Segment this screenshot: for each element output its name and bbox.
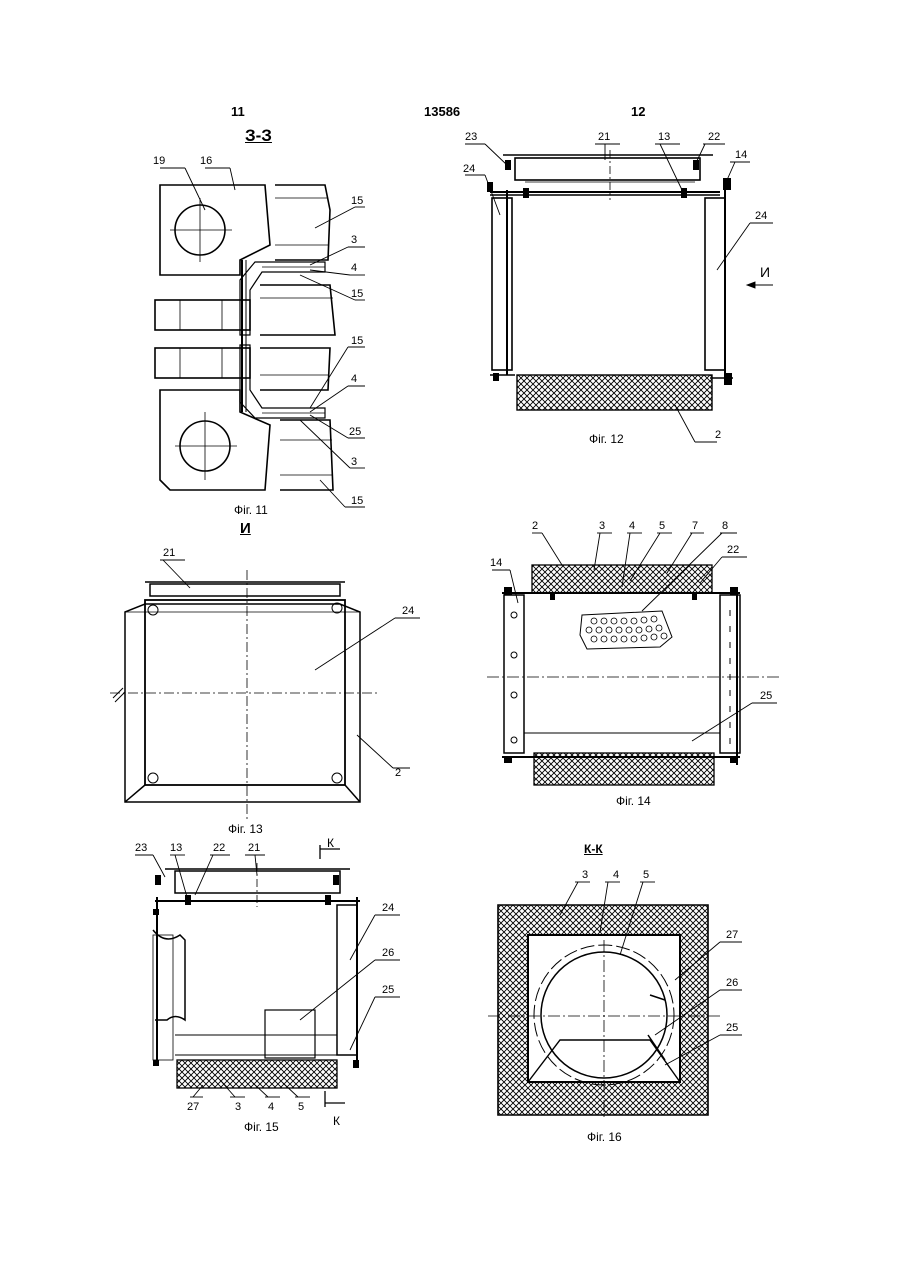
fig13-section-title: И [240,520,251,537]
fig14-label-3: 3 [599,520,605,532]
fig16-label-27: 27 [726,929,738,941]
page-number-left: 11 [231,104,245,119]
fig11-section-title: З-З [245,126,272,146]
fig15-label-25: 25 [382,984,394,996]
fig15-label-4: 4 [268,1101,274,1113]
fig13-label-21: 21 [163,547,175,559]
fig15-label-3: 3 [235,1101,241,1113]
fig16-label-25: 25 [726,1022,738,1034]
fig13-label-2: 2 [395,767,401,779]
fig12-view-mark: И [760,264,770,280]
fig16-label-4: 4 [613,869,619,881]
fig11-label-3a: 3 [351,234,357,246]
fig15-cut-mark-bottom: К [333,1114,340,1128]
fig11-label-15d: 15 [351,495,363,507]
fig13-drawing: 21 24 2 [105,540,425,830]
fig12-label-13: 13 [658,131,670,143]
fig12-label-22: 22 [708,131,720,143]
fig14-label-25: 25 [760,690,772,702]
fig16-drawing: 3 4 5 27 26 25 [480,860,770,1130]
fig15-drawing: 23 13 22 21 24 26 25 27 3 4 5 К К [125,835,415,1135]
fig14-label-4: 4 [629,520,635,532]
fig13-label-24: 24 [402,605,414,617]
fig15-label-5: 5 [298,1101,304,1113]
fig16-label-3: 3 [582,869,588,881]
page-number-right: 12 [631,104,645,119]
fig15-cut-mark-top: К [327,836,334,850]
fig16-label-5: 5 [643,869,649,881]
fig15-label-13: 13 [170,842,182,854]
fig13-caption: Фіг. 13 [228,822,263,836]
fig11-label-19: 19 [153,155,165,167]
fig12-label-14: 14 [735,149,747,161]
fig16-caption: Фіг. 16 [587,1130,622,1144]
fig12-label-24a: 24 [463,163,475,175]
fig14-label-14: 14 [490,557,502,569]
fig15-label-22: 22 [213,842,225,854]
fig11-label-15b: 15 [351,288,363,300]
fig11-caption: Фіг. 11 [234,503,268,517]
fig14-label-8: 8 [722,520,728,532]
fig15-label-27: 27 [187,1101,199,1113]
fig15-label-26: 26 [382,947,394,959]
fig15-caption: Фіг. 15 [244,1120,279,1134]
fig15-label-24: 24 [382,902,394,914]
fig11-label-15c: 15 [351,335,363,347]
fig14-label-5: 5 [659,520,665,532]
fig12-label-2: 2 [715,429,721,441]
fig14-caption: Фіг. 14 [616,794,651,808]
fig11-label-16: 16 [200,155,212,167]
fig11-label-15a: 15 [351,195,363,207]
fig14-label-22: 22 [727,544,739,556]
fig11-label-25: 25 [349,426,361,438]
fig14-label-7: 7 [692,520,698,532]
fig12-drawing: 23 21 13 22 14 24 24 2 И [455,120,785,450]
fig14-drawing: 2 3 4 5 7 8 22 14 25 [482,515,802,795]
fig11-label-4a: 4 [351,262,357,274]
patent-number: 13586 [424,104,460,119]
fig11-label-3b: 3 [351,456,357,468]
fig12-label-23: 23 [465,131,477,143]
fig12-caption: Фіг. 12 [589,432,624,446]
fig12-label-24b: 24 [755,210,767,222]
fig15-label-21: 21 [248,842,260,854]
fig14-label-2: 2 [532,520,538,532]
fig12-label-21: 21 [598,131,610,143]
fig16-section-title: К-К [584,842,603,856]
fig16-label-26: 26 [726,977,738,989]
fig15-label-23: 23 [135,842,147,854]
fig11-label-4b: 4 [351,373,357,385]
fig11-drawing: 19 16 15 3 4 15 15 4 25 3 15 [150,150,380,520]
